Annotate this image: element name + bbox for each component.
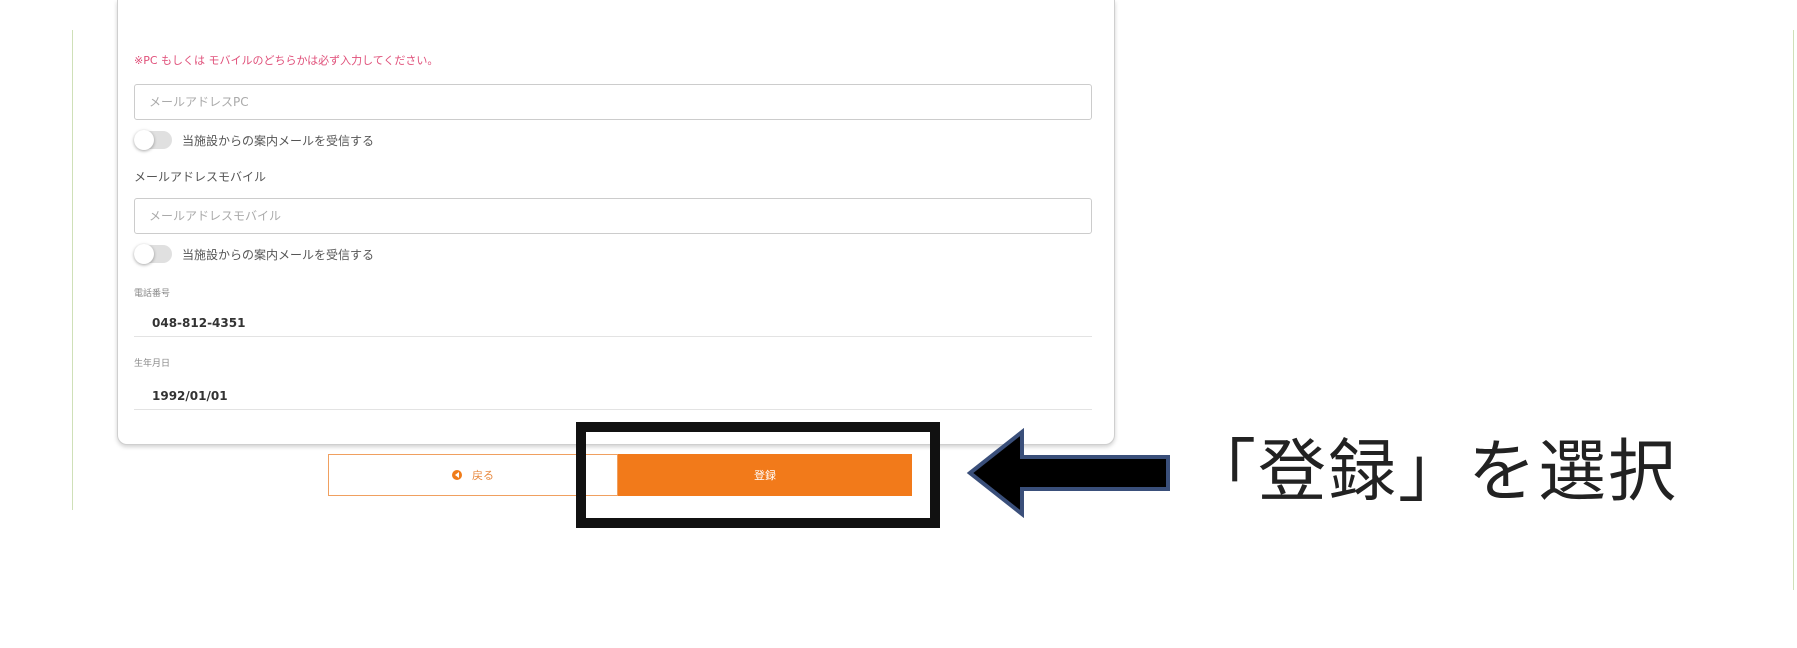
left-arrow-icon <box>966 428 1170 518</box>
back-button[interactable]: 戻る <box>328 454 618 496</box>
birthday-value: 1992/01/01 <box>152 389 228 403</box>
right-edge-line <box>1793 30 1794 590</box>
birthday-label: 生年月日 <box>134 359 171 369</box>
phone-label: 電話番号 <box>134 289 171 299</box>
instruction-callout: 「登録」を選択 <box>1188 433 1679 512</box>
left-edge-line <box>72 30 73 510</box>
email-pc-toggle-row[interactable]: 当施設からの案内メールを受信する <box>134 130 374 150</box>
back-button-label: 戻る <box>472 469 494 482</box>
email-mobile-toggle-row[interactable]: 当施設からの案内メールを受信する <box>134 244 374 264</box>
back-arrow-icon <box>452 470 462 480</box>
email-pc-input[interactable] <box>134 84 1092 120</box>
email-mobile-label: メールアドレスモバイル <box>134 170 267 184</box>
email-pc-toggle[interactable] <box>134 130 172 150</box>
toggle-knob <box>134 130 154 150</box>
register-button[interactable]: 登録 <box>618 454 912 496</box>
register-button-label: 登録 <box>754 469 776 482</box>
email-pc-toggle-label: 当施設からの案内メールを受信する <box>182 133 375 148</box>
email-mobile-toggle[interactable] <box>134 244 172 264</box>
email-mobile-input[interactable] <box>134 198 1092 234</box>
required-notice: ※PC もしくは モバイルのどちらかは必ず入力してください。 <box>134 54 439 67</box>
phone-value: 048-812-4351 <box>152 316 246 330</box>
email-mobile-toggle-label: 当施設からの案内メールを受信する <box>182 247 375 262</box>
highlight-box <box>576 422 940 528</box>
birthday-field[interactable]: 1992/01/01 <box>134 387 1092 410</box>
arrow-shape <box>966 428 1170 518</box>
toggle-knob <box>134 244 154 264</box>
phone-field[interactable]: 048-812-4351 <box>134 314 1092 337</box>
